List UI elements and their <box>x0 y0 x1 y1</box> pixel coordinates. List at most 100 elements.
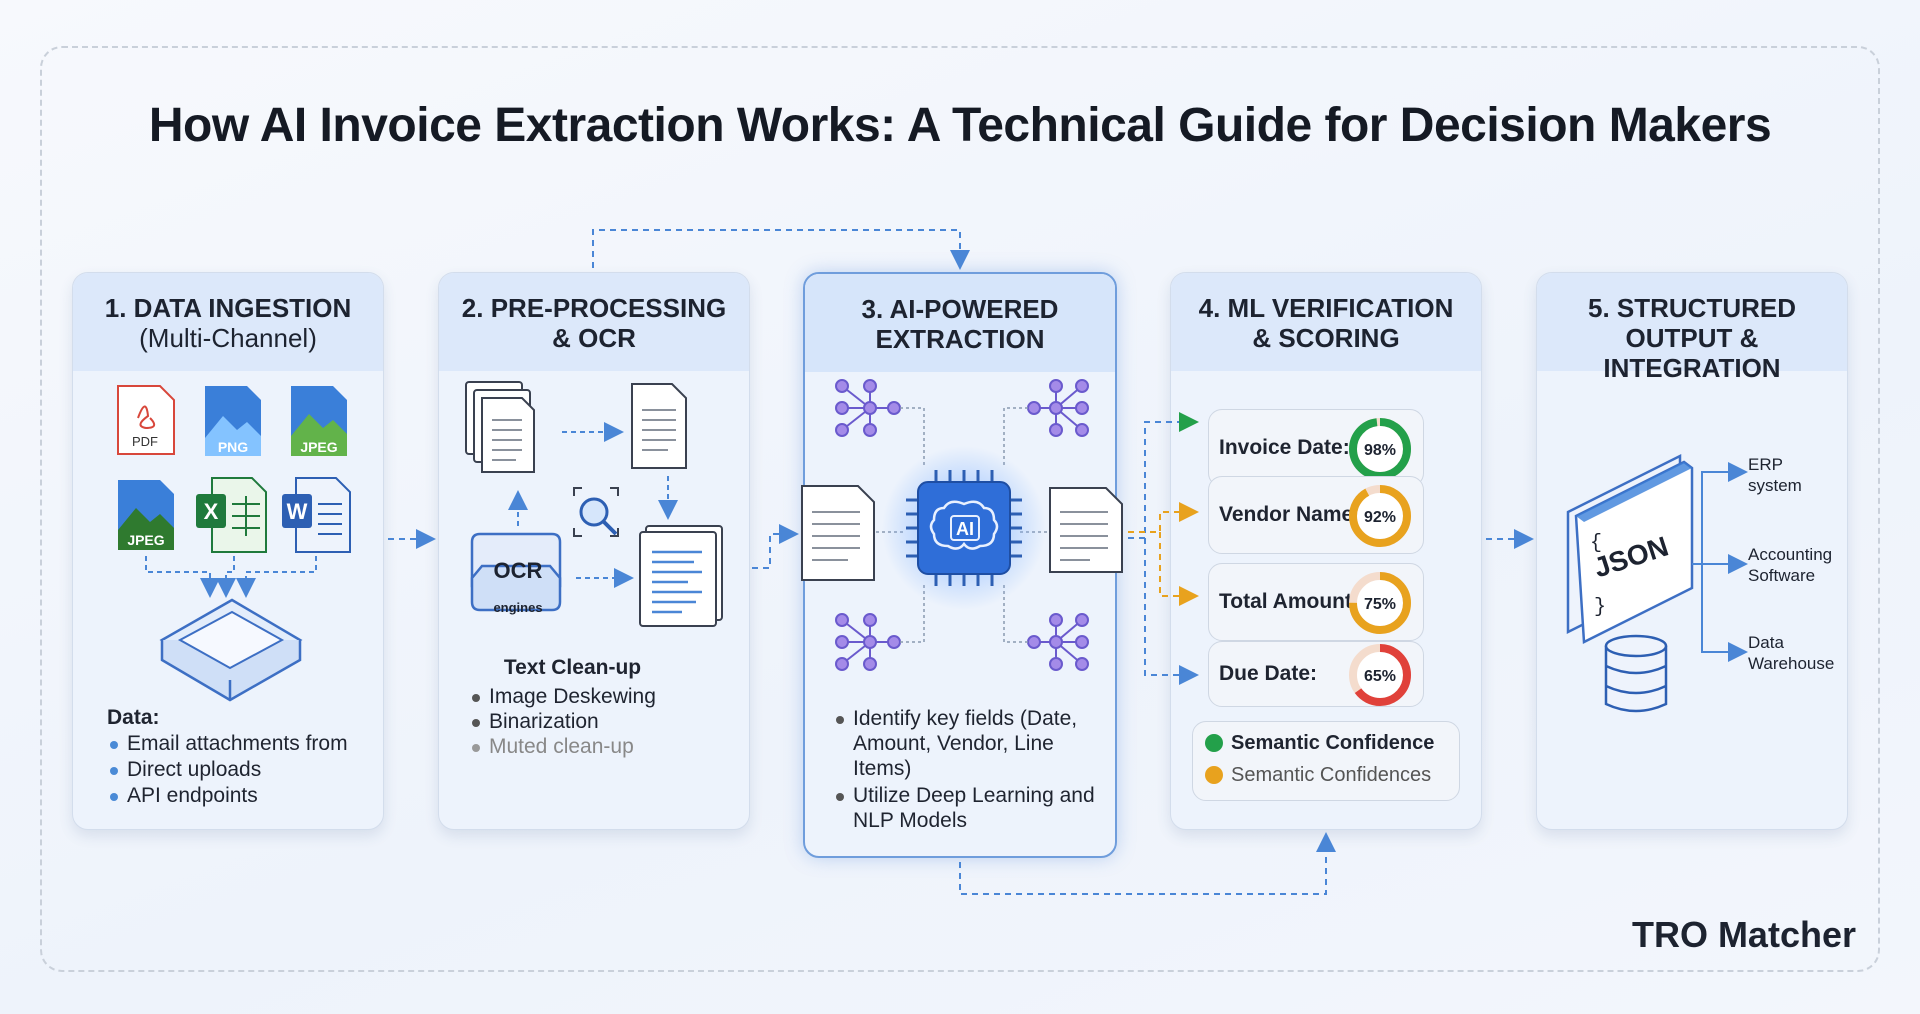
magnifier-icon <box>573 487 619 537</box>
confidence-score-card: Total Amount: 75% <box>1208 563 1424 641</box>
orange-arrows <box>1128 502 1199 606</box>
score-percent: 65% <box>1364 668 1396 685</box>
score-donut: 75% <box>1349 572 1411 634</box>
target-line: ERP <box>1748 455 1783 474</box>
file-type-label: JPEG <box>300 439 337 455</box>
target-line: Software <box>1748 566 1816 585</box>
confidence-score-card: Due Date:65% <box>1208 641 1424 707</box>
source-api: API endpoints <box>107 783 348 809</box>
ocr-label: OCR <box>494 558 543 583</box>
donut-arc <box>1349 572 1411 634</box>
flow-arrows <box>388 229 1534 895</box>
file-type-label: JPEG <box>127 532 164 548</box>
page-title: How AI Invoice Extraction Works: A Techn… <box>148 99 1772 152</box>
jpeg-icon: JPEG <box>291 386 347 456</box>
score-donut: 65% <box>1349 644 1411 706</box>
stage-title-line2: & OCR <box>552 323 636 353</box>
json-window-icon: JSON { } <box>1566 453 1694 644</box>
jpeg-icon-2: JPEG <box>118 480 174 550</box>
stage-preprocessing: 2. PRE-PROCESSING & OCR Text Clean-up Im… <box>438 272 750 830</box>
file-type-label: PNG <box>218 439 248 455</box>
stage-subtitle: (Multi-Channel) <box>139 323 317 353</box>
confidence-legend: Semantic Confidence Semantic Confidences <box>1192 721 1460 801</box>
arrow-bottom-loop <box>959 832 1336 895</box>
network-node-cluster-tr <box>1027 379 1089 437</box>
ai-chip-icon: AI <box>906 470 1022 586</box>
legend-dot-orange <box>1205 766 1223 784</box>
svg-text:}: } <box>1594 596 1606 619</box>
arrow-total <box>1159 532 1199 606</box>
file-type-label: W <box>287 499 308 524</box>
stage-header: 5. STRUCTURED OUTPUT & INTEGRATION <box>1537 273 1847 383</box>
neural-network-icons <box>835 379 1089 671</box>
document-icon <box>631 383 687 469</box>
donut-arc <box>1349 644 1411 706</box>
text-cleanup: Text Clean-up Image Deskewing Binarizati… <box>469 655 656 759</box>
brand-logo: TRO Matcher <box>1631 914 1856 955</box>
target-line: Accounting <box>1748 545 1833 564</box>
target-erp: ERP system <box>1748 454 1802 496</box>
score-label: Invoice Date: <box>1219 436 1350 459</box>
arrow-invoice-date <box>1128 412 1199 539</box>
output-document-icon <box>1049 487 1123 573</box>
file-type-label: PDF <box>132 434 158 449</box>
stage-title: 4. ML VERIFICATION <box>1198 293 1454 323</box>
file-type-label: X <box>204 499 219 524</box>
output-branches <box>1692 462 1748 662</box>
engines-label: engines <box>493 600 542 615</box>
source-email: Email attachments from <box>107 731 348 757</box>
legend-label: Semantic Confidences <box>1231 764 1432 786</box>
chip-label: AI <box>956 519 974 539</box>
target-line: Warehouse <box>1748 654 1835 673</box>
cleanup-muted: Muted clean-up <box>469 734 656 759</box>
stage-title-line2: OUTPUT & INTEGRATION <box>1603 323 1781 383</box>
legend-label: Semantic Confidence <box>1231 732 1435 754</box>
stage-header: 3. AI-POWERED EXTRACTION <box>805 274 1115 372</box>
target-line: Data <box>1748 633 1784 652</box>
score-percent: 75% <box>1364 596 1396 613</box>
confidence-score-card: Vendor Name:92% <box>1208 476 1424 554</box>
ocr-arrows <box>508 422 678 588</box>
arrow-due-date <box>1144 538 1199 685</box>
stage-header: 1. DATA INGESTION (Multi-Channel) <box>73 273 383 371</box>
arrow-vendor <box>1128 502 1199 533</box>
arrow-top-loop <box>592 229 970 270</box>
extraction-notes: Identify key fields (Date, Amount, Vendo… <box>833 706 1103 835</box>
stage-data-ingestion: 1. DATA INGESTION (Multi-Channel) Data: … <box>72 272 384 830</box>
score-label: Total Amount: <box>1219 590 1359 613</box>
ocr-engine-icon: OCR engines <box>470 532 562 615</box>
network-node-cluster-br <box>1027 613 1089 671</box>
png-icon: PNG <box>205 386 261 456</box>
data-label: Data: <box>107 706 160 729</box>
score-donut: 92% <box>1349 485 1411 547</box>
score-percent: 98% <box>1364 442 1396 459</box>
donut-arc <box>1349 485 1411 547</box>
cleanup-binarization: Binarization <box>469 709 656 734</box>
word-icon: W <box>282 477 351 553</box>
extraction-fields: Identify key fields (Date, Amount, Vendo… <box>833 706 1103 781</box>
score-percent: 92% <box>1364 509 1396 526</box>
target-accounting: Accounting Software <box>1748 544 1832 586</box>
stage-title-line2: & SCORING <box>1252 323 1400 353</box>
stage-ml-verification: 4. ML VERIFICATION & SCORING Invoice Dat… <box>1170 272 1482 830</box>
pdf-icon: PDF <box>117 385 175 455</box>
arrow-ocr-to-ai <box>752 524 799 569</box>
data-sources: Data: Email attachments from Direct uplo… <box>107 705 348 809</box>
stage-title: 2. PRE-PROCESSING <box>461 293 727 323</box>
ingest-arrows <box>145 556 317 598</box>
stage-title: 3. AI-POWERED <box>861 294 1059 324</box>
network-node-cluster-bl <box>835 613 901 671</box>
database-icon <box>1604 634 1668 713</box>
confidence-score-card: Invoice Date: 98% <box>1208 409 1424 487</box>
stage-header: 4. ML VERIFICATION & SCORING <box>1171 273 1481 371</box>
stage-title: 1. DATA INGESTION <box>104 293 352 323</box>
excel-icon: X <box>196 477 267 553</box>
inbox-tray-icon <box>159 598 303 702</box>
legend-medium: Semantic Confidences <box>1205 764 1431 787</box>
clean-text-document-icon <box>639 525 723 627</box>
stage-title-line2: EXTRACTION <box>875 324 1045 354</box>
svg-text:{: { <box>1590 532 1602 555</box>
cleanup-heading: Text Clean-up <box>503 656 642 679</box>
legend-high: Semantic Confidence <box>1205 732 1434 755</box>
